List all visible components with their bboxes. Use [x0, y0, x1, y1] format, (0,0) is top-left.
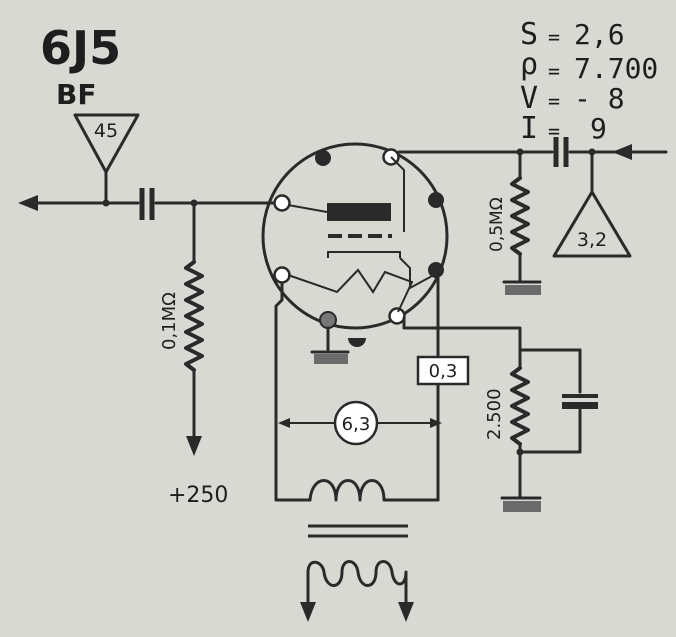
input-triangle-label: 45	[94, 120, 118, 142]
arrow-down-icon	[300, 602, 316, 622]
tube-parameters: S = 2,6 ρ = 7.700 V = - 8 I = 9	[520, 17, 658, 146]
heater-filament	[287, 268, 414, 313]
param-rho-symbol: ρ	[520, 47, 538, 82]
anode-resistor: 0,5MΩ	[487, 150, 542, 295]
anode-resistor-label: 0,5MΩ	[487, 197, 507, 252]
input-line	[18, 188, 282, 220]
transformer-primary-coil	[308, 479, 394, 502]
param-s-value: 2,6	[574, 18, 625, 51]
anode-plate	[327, 203, 391, 221]
heater-current-label: 0,3	[429, 361, 458, 382]
heater-circuit: 0,3 6,3	[274, 276, 470, 622]
heater-current-box	[416, 355, 470, 386]
arrow-left-icon	[612, 144, 632, 160]
arrow-down-icon	[186, 436, 202, 456]
bypass-capacitor-bottom	[562, 402, 598, 409]
arrow-left-icon	[278, 418, 290, 428]
arrow-down-icon	[398, 602, 414, 622]
param-v-value: - 8	[574, 82, 625, 115]
anode-line	[397, 137, 668, 167]
param-rho-eq: =	[548, 59, 560, 83]
param-i-symbol: I	[520, 111, 538, 146]
param-s-eq: =	[548, 25, 560, 49]
output-triangle-symbol: 3,2	[552, 150, 632, 258]
cathode-circuit: 2.500	[402, 316, 598, 512]
arrow-right-icon	[430, 418, 442, 428]
param-rho-value: 7.700	[574, 52, 658, 85]
cathode	[327, 251, 401, 258]
transformer-secondary-coil	[306, 560, 408, 608]
tube-subtitle: BF	[56, 78, 96, 111]
heater-voltage-label: 6,3	[342, 414, 371, 435]
param-v-symbol: V	[520, 81, 538, 116]
arrow-left-icon	[18, 195, 38, 211]
supply-voltage-label: +250	[168, 483, 228, 508]
grid-resistor: 0,1MΩ	[159, 201, 204, 456]
tube-envelope	[261, 142, 449, 347]
tube-name: 6J5	[40, 21, 121, 75]
output-triangle-label: 3,2	[577, 229, 607, 251]
param-s-symbol: S	[520, 17, 538, 52]
input-triangle-symbol: 45	[73, 113, 140, 207]
heater-voltage-circle	[333, 400, 379, 446]
param-v-eq: =	[548, 89, 560, 113]
param-i-value: 9	[590, 112, 607, 145]
tube-ground	[310, 326, 350, 364]
cathode-resistor-label: 2.500	[484, 388, 505, 440]
grid-resistor-label: 0,1MΩ	[159, 292, 180, 350]
